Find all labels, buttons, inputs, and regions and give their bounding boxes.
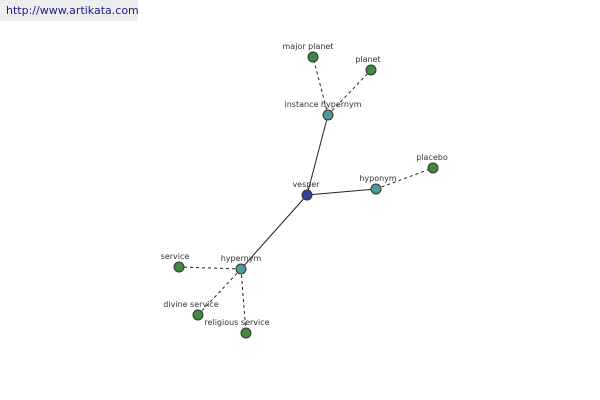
node-instance-hypernym-dot[interactable]	[322, 109, 334, 121]
node-vesper-dot[interactable]	[301, 189, 313, 201]
node-service-dot[interactable]	[173, 261, 185, 273]
node-service[interactable]: service	[161, 252, 190, 273]
node-major-planet-label: major planet	[283, 42, 334, 51]
node-service-label: service	[161, 252, 190, 261]
edge-vesper-to-instance-hypernym	[306, 114, 329, 196]
node-placebo-dot[interactable]	[427, 162, 439, 174]
node-placebo-label: placebo	[416, 153, 448, 162]
site-url-link[interactable]: http://www.artikata.com	[0, 0, 139, 21]
node-instance-hypernym[interactable]: instance hypernym	[285, 100, 362, 121]
edges-layer	[178, 56, 434, 334]
edge-instance-hypernym-to-major-planet	[312, 56, 329, 116]
nodes-layer: vesper instance hypernym hyponym hypernym ma…	[161, 42, 448, 339]
node-divine-service-dot[interactable]	[192, 309, 204, 321]
node-major-planet[interactable]: major planet	[283, 42, 334, 63]
edge-hypernym-to-religious-service	[240, 268, 247, 334]
node-major-planet-dot[interactable]	[307, 51, 319, 63]
edge-hypernym-to-divine-service	[197, 268, 242, 316]
edge-vesper-to-hypernym	[240, 194, 308, 270]
node-hyponym[interactable]: hyponym	[359, 174, 397, 195]
node-vesper-label: vesper	[292, 180, 320, 189]
node-divine-service[interactable]: divine service	[163, 300, 219, 321]
node-hypernym-dot[interactable]	[235, 263, 247, 275]
node-planet-dot[interactable]	[365, 64, 377, 76]
node-hyponym-dot[interactable]	[370, 183, 382, 195]
node-planet[interactable]: planet	[355, 55, 381, 76]
node-instance-hypernym-label: instance hypernym	[285, 100, 362, 109]
node-religious-service-label: religious service	[204, 318, 269, 327]
edge-instance-hypernym-to-planet	[327, 69, 372, 116]
edge-vesper-to-hyponym	[306, 188, 377, 196]
node-hyponym-label: hyponym	[359, 174, 397, 183]
node-planet-label: planet	[355, 55, 380, 64]
edge-hyponym-to-placebo	[375, 167, 434, 190]
node-placebo[interactable]: placebo	[416, 153, 448, 174]
node-vesper[interactable]: vesper	[292, 180, 320, 201]
node-divine-service-label: divine service	[163, 300, 219, 309]
node-hypernym[interactable]: hypernym	[221, 254, 262, 275]
edge-hypernym-to-service	[178, 266, 242, 270]
node-religious-service-dot[interactable]	[240, 327, 252, 339]
node-religious-service[interactable]: religious service	[204, 318, 270, 339]
node-hypernym-label: hypernym	[221, 254, 262, 263]
